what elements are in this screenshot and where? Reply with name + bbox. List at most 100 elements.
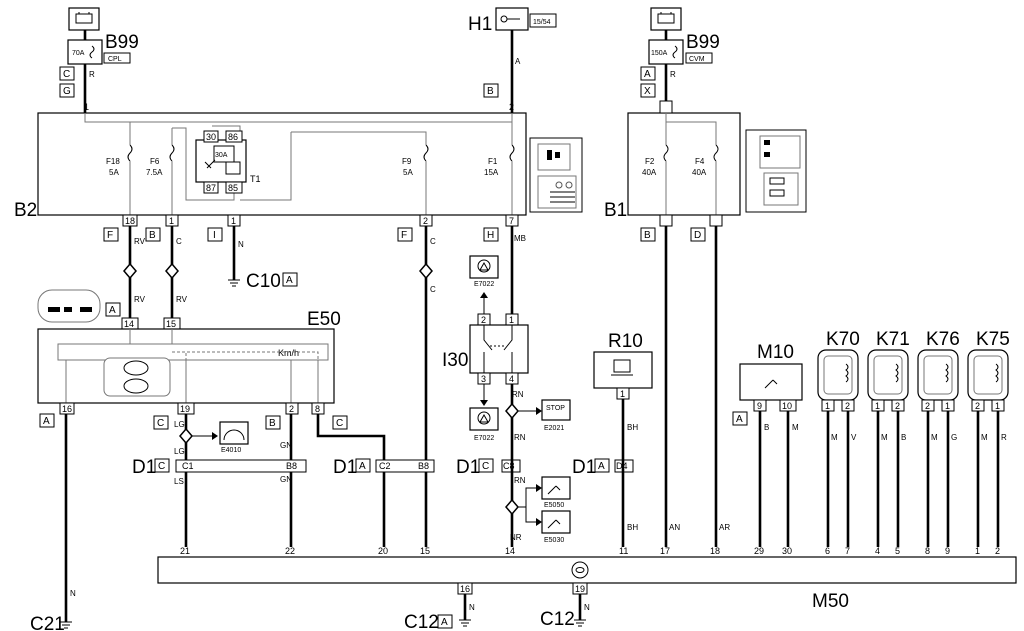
svg-text:4: 4 (509, 374, 514, 384)
fuse-f9-symbol (423, 144, 429, 162)
svg-text:AN: AN (669, 523, 680, 532)
svg-text:86: 86 (228, 132, 238, 142)
svg-text:F6: F6 (150, 157, 160, 166)
svg-text:B: B (901, 433, 906, 442)
svg-text:C: C (430, 237, 436, 246)
svg-text:BH: BH (627, 423, 638, 432)
i30-body (469, 324, 529, 374)
svg-text:11: 11 (619, 546, 628, 556)
svg-text:B: B (644, 230, 651, 241)
svg-text:I: I (213, 230, 216, 241)
svg-text:5A: 5A (403, 168, 413, 177)
m10-group: M10 9 10 A B M (732, 342, 803, 547)
svg-text:D1: D1 (456, 457, 480, 478)
svg-text:20: 20 (378, 546, 388, 556)
svg-text:A: A (515, 57, 521, 66)
battery-right-icon (650, 7, 682, 31)
svg-text:1: 1 (169, 216, 174, 226)
svg-text:C: C (482, 461, 489, 472)
svg-text:5A: 5A (109, 168, 119, 177)
svg-text:A: A (644, 69, 651, 80)
svg-text:1: 1 (975, 546, 980, 556)
fuse-f1-symbol (509, 144, 515, 162)
svg-text:2: 2 (995, 546, 1000, 556)
b1-label: B1 (604, 200, 627, 221)
fuse-f18-symbol (127, 144, 133, 162)
b99-left-group: 70A B99 CPL C G R 1 (59, 7, 139, 113)
svg-text:STOP: STOP (546, 405, 565, 412)
svg-text:N: N (584, 603, 590, 612)
svg-text:2: 2 (423, 216, 428, 226)
cluster-locator-icon (37, 289, 101, 323)
svg-text:RN: RN (514, 433, 526, 442)
c12b-label: C12 (540, 609, 575, 630)
svg-text:1: 1 (825, 401, 830, 411)
svg-text:LG: LG (174, 420, 185, 429)
r10-group: R10 1 BH BH (593, 331, 653, 547)
svg-text:9: 9 (757, 401, 762, 411)
connector-g: G (63, 86, 71, 97)
b1-fusebox: B1 F2 40A F4 40A C1 (604, 100, 807, 227)
svg-text:F: F (401, 230, 407, 241)
svg-text:RV: RV (134, 295, 146, 304)
svg-text:A: A (441, 617, 448, 628)
svg-text:A: A (109, 305, 116, 316)
svg-text:C: C (158, 461, 165, 472)
k71-label: K71 (876, 329, 910, 350)
svg-text:1: 1 (231, 216, 236, 226)
svg-text:H: H (487, 230, 494, 241)
svg-text:E5030: E5030 (544, 537, 564, 544)
svg-text:14: 14 (124, 319, 134, 329)
svg-text:14: 14 (505, 546, 515, 556)
e7022-bottom-icon (469, 407, 499, 431)
svg-text:19: 19 (575, 584, 585, 594)
svg-text:BH: BH (627, 523, 638, 532)
battery-left-icon (68, 7, 100, 31)
cvm-tag: CVM (689, 56, 705, 63)
d1-connectors: D1 C C1 B8 D1 A C2 B8 D1 C C8 D1 A D4 (132, 457, 634, 478)
b99-left-label: B99 (105, 32, 139, 53)
svg-text:D1: D1 (572, 457, 596, 478)
svg-text:LG: LG (174, 447, 185, 456)
svg-text:M: M (881, 433, 888, 442)
svg-text:2: 2 (289, 404, 294, 414)
svg-text:B: B (269, 418, 276, 429)
m50-ecu: M50 21 22 20 15 14 11 17 18 29 30 6 7 4 … (157, 546, 1017, 631)
svg-text:X: X (644, 86, 651, 97)
svg-text:1: 1 (875, 401, 880, 411)
connector-c: C (63, 69, 70, 80)
relay-fuse-30a: 30A (215, 152, 228, 159)
b2-label: B2 (14, 200, 37, 221)
svg-text:8: 8 (925, 546, 930, 556)
svg-text:40A: 40A (692, 168, 707, 177)
svg-text:2: 2 (845, 401, 850, 411)
h1-group: H1 15/54 A B 2 (468, 7, 557, 113)
svg-text:18: 18 (125, 216, 135, 226)
cpl-tag: CPL (108, 56, 122, 63)
svg-text:GN: GN (280, 475, 292, 484)
svg-text:30: 30 (782, 546, 792, 556)
svg-text:E2021: E2021 (544, 425, 564, 432)
m10-label: M10 (757, 342, 794, 363)
svg-text:B: B (764, 423, 769, 432)
svg-text:1: 1 (995, 401, 1000, 411)
svg-text:MB: MB (514, 234, 526, 243)
kmh-display: Km/h (278, 348, 299, 358)
svg-text:F18: F18 (106, 157, 120, 166)
svg-text:N: N (469, 603, 475, 612)
svg-text:F: F (107, 230, 113, 241)
h1-tag: 15/54 (533, 19, 551, 26)
svg-text:40A: 40A (642, 168, 657, 177)
fuse-150a-box (648, 39, 684, 65)
svg-text:A: A (286, 275, 293, 286)
svg-text:85: 85 (228, 183, 238, 193)
svg-text:2: 2 (509, 102, 514, 112)
e7022-top-icon (469, 255, 499, 279)
c12a-label: C12 (404, 612, 439, 631)
b2-output-wires: F RV RV B C RV I N C10 A F C C H MB B (103, 226, 730, 547)
svg-text:87: 87 (206, 183, 216, 193)
svg-text:RN: RN (512, 390, 524, 399)
e5030-icon (541, 510, 571, 534)
svg-text:1: 1 (620, 389, 625, 399)
svg-text:7: 7 (509, 216, 514, 226)
